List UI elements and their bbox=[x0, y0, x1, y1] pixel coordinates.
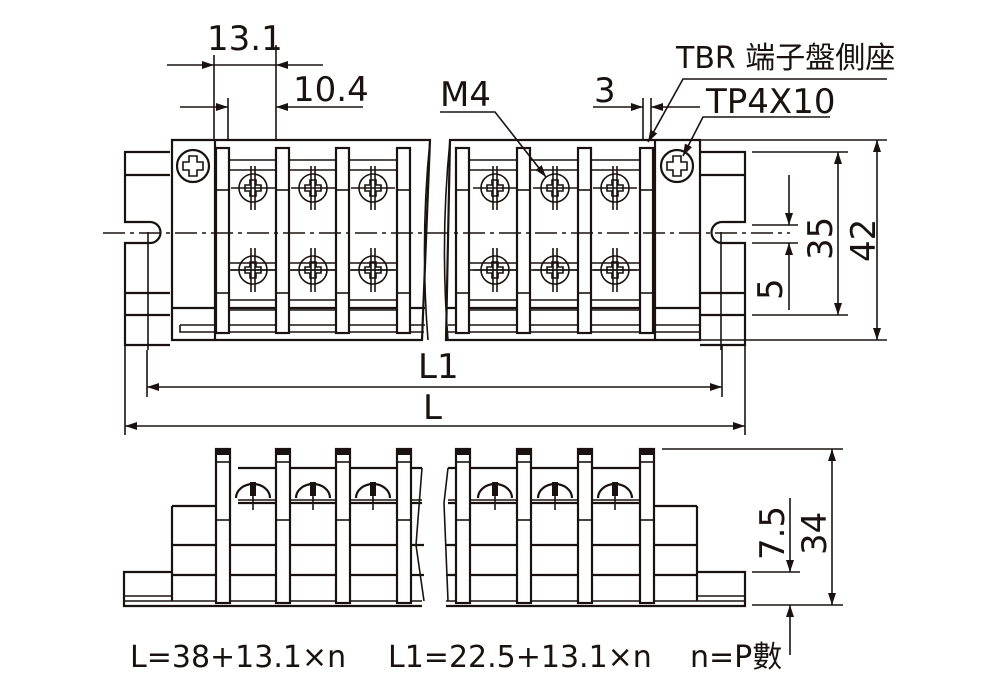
dim-length bbox=[124, 345, 746, 435]
barrier-front bbox=[214, 447, 232, 605]
overall-length-label: L bbox=[423, 388, 442, 428]
dim-front-right bbox=[662, 448, 843, 655]
screw-cross bbox=[304, 261, 322, 279]
barrier-top bbox=[638, 146, 655, 335]
pitch-label: 13.1 bbox=[207, 19, 283, 59]
screw-cross bbox=[606, 261, 624, 279]
barrier-cap bbox=[277, 450, 289, 455]
screw-slot bbox=[552, 482, 558, 496]
barrier-cap bbox=[457, 450, 469, 455]
barrier-gap-label: 10.4 bbox=[293, 70, 369, 110]
barrier-top bbox=[395, 146, 412, 335]
mount-screw-icon bbox=[175, 148, 211, 184]
dim-right-top bbox=[700, 139, 887, 341]
screw-head-front-icon bbox=[536, 482, 574, 510]
screw-head-front-icon bbox=[476, 482, 514, 510]
barrier-top bbox=[334, 146, 351, 335]
barrier-top bbox=[454, 146, 471, 335]
screw-size-label: M4 bbox=[440, 75, 491, 115]
break-line bbox=[423, 139, 431, 341]
barrier-front bbox=[515, 447, 533, 605]
overall-height-label: 42 bbox=[844, 219, 884, 262]
barrier-top bbox=[576, 146, 593, 335]
dim-pitch bbox=[167, 45, 363, 140]
side-gap-label: 3 bbox=[594, 71, 616, 111]
formula-overall-length: L=38+13.1×n bbox=[130, 640, 346, 675]
terminal-screws bbox=[231, 166, 637, 292]
barrier-front bbox=[576, 447, 594, 605]
formula-inner-length: L1=22.5+13.1×n bbox=[388, 640, 652, 675]
base-part-label: TBR 端子盤側座 bbox=[675, 41, 895, 76]
terminal-screw-icon bbox=[473, 166, 517, 210]
screw-cross bbox=[486, 261, 504, 279]
screw-head-front-icon bbox=[596, 482, 634, 510]
screw-leader bbox=[440, 111, 547, 178]
terminal-screw-icon bbox=[351, 166, 395, 210]
screw-cross bbox=[606, 179, 624, 197]
terminal-screw-icon bbox=[351, 248, 395, 292]
break-line bbox=[443, 139, 451, 341]
terminal-screw-icon bbox=[231, 248, 275, 292]
screw-slot bbox=[370, 482, 376, 496]
screw-cross bbox=[486, 179, 504, 197]
barriers-front bbox=[214, 447, 656, 605]
barrier-front bbox=[395, 447, 413, 605]
barrier-front bbox=[454, 447, 472, 605]
front-view bbox=[122, 447, 747, 608]
barrier-front bbox=[638, 447, 656, 605]
slot-width-label: 5 bbox=[751, 278, 791, 300]
formula-n-definition: n=P數 bbox=[690, 640, 782, 675]
dim-side-gap bbox=[593, 98, 700, 140]
screw-cross bbox=[546, 179, 564, 197]
screw-slot bbox=[310, 482, 316, 496]
barrier-front bbox=[334, 447, 352, 605]
barrier-cap bbox=[641, 450, 653, 455]
mount-screw-leader bbox=[682, 116, 830, 157]
screw-cross bbox=[244, 179, 262, 197]
barrier-cap bbox=[337, 450, 349, 455]
base-height-label: 7.5 bbox=[753, 506, 793, 560]
terminal-screw-icon bbox=[533, 166, 577, 210]
screw-cross bbox=[364, 261, 382, 279]
screw-slot bbox=[612, 482, 618, 496]
terminal-screw-icon bbox=[473, 248, 517, 292]
barrier-top bbox=[214, 146, 231, 335]
terminal-screw-icon bbox=[593, 166, 637, 210]
terminal-screw-icon bbox=[533, 248, 577, 292]
terminal-screw-icon bbox=[593, 248, 637, 292]
base-leader bbox=[647, 78, 887, 143]
screw-slot bbox=[492, 482, 498, 496]
mount-screw-icon bbox=[659, 148, 695, 184]
screw-cross bbox=[364, 179, 382, 197]
barrier-top bbox=[515, 146, 532, 335]
barrier-cap bbox=[217, 450, 229, 455]
barrier-front bbox=[274, 447, 292, 605]
screw-head-front-icon bbox=[234, 482, 272, 510]
barrier-cap bbox=[398, 450, 410, 455]
barriers-top bbox=[214, 146, 655, 335]
total-height-label: 34 bbox=[795, 512, 835, 555]
terminal-screw-icon bbox=[291, 166, 335, 210]
right-side-seat bbox=[700, 150, 747, 350]
screw-cross bbox=[546, 261, 564, 279]
barrier-cap bbox=[518, 450, 530, 455]
screw-heads-front bbox=[234, 482, 634, 510]
barrier-cap bbox=[579, 450, 591, 455]
screw-head-front-icon bbox=[354, 482, 392, 510]
screw-cross bbox=[244, 261, 262, 279]
inner-length-label: L1 bbox=[418, 347, 459, 387]
terminal-screw-icon bbox=[231, 166, 275, 210]
mount-pitch-label: 35 bbox=[801, 217, 841, 260]
left-side-seat bbox=[123, 150, 170, 350]
screw-slot bbox=[250, 482, 256, 496]
top-view bbox=[103, 138, 790, 350]
terminal-screw-icon bbox=[291, 248, 335, 292]
screw-head-front-icon bbox=[294, 482, 332, 510]
barrier-top bbox=[274, 146, 291, 335]
screw-cross bbox=[304, 179, 322, 197]
mount-screw-label: TP4X10 bbox=[705, 82, 835, 122]
